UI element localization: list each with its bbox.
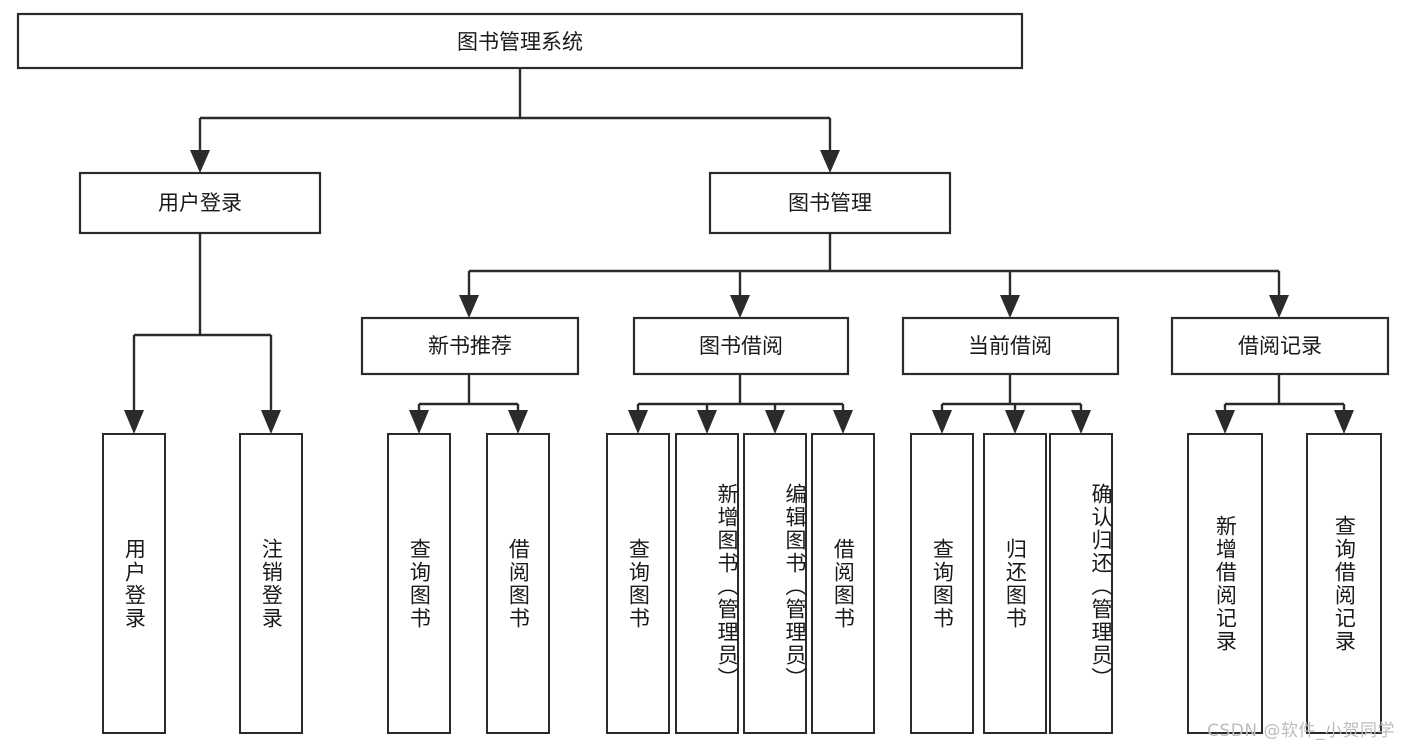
leaf-box-borrow-book-1[interactable] (486, 433, 550, 734)
node-borrow-record-label: 借阅记录 (1238, 334, 1322, 358)
node-root-label: 图书管理系统 (457, 30, 583, 54)
arrowhead-leaf-query-book-2 (628, 410, 648, 434)
node-book-borrow-box[interactable] (632, 316, 850, 376)
arrowhead-leaf-confirm-return (1071, 410, 1091, 434)
arrowhead-leaf-borrow-book-2 (833, 410, 853, 434)
node-current-borrow-box[interactable] (901, 316, 1120, 376)
arrowhead-userlogin (190, 150, 210, 173)
leaf-box-logout-login[interactable] (239, 433, 303, 734)
leaf-box-add-record[interactable] (1187, 433, 1263, 734)
leaf-box-confirm-return[interactable] (1049, 433, 1113, 734)
leaf-box-query-book-2[interactable] (606, 433, 670, 734)
connector-group-book-manage (459, 233, 1289, 318)
leaf-box-query-record[interactable] (1306, 433, 1382, 734)
node-book-manage-box[interactable] (708, 171, 952, 235)
node-user-login[interactable]: 用户登录 (78, 171, 322, 235)
node-new-book-recommend[interactable]: 新书推荐 (360, 316, 580, 376)
arrowhead-leaf-query-book-1 (409, 410, 429, 434)
arrowhead-new-book-recommend (459, 295, 479, 318)
arrowhead-leaf-logout-login (261, 410, 281, 434)
leaf-box-query-book-3[interactable] (910, 433, 974, 734)
leaf-box-borrow-book-2[interactable] (811, 433, 875, 734)
connector-group-book-borrow (628, 374, 853, 434)
arrowhead-leaf-borrow-book-1 (508, 410, 528, 434)
arrowhead-current-borrow (1000, 295, 1020, 318)
arrowhead-leaf-edit-book (765, 410, 785, 434)
node-borrow-record-box[interactable] (1170, 316, 1390, 376)
node-book-manage[interactable]: 图书管理 (708, 171, 952, 235)
leaf-box-add-book[interactable] (675, 433, 739, 734)
node-root[interactable]: 图书管理系统 (16, 12, 1024, 70)
csdn-watermark: CSDN @软件_小贺同学 (1207, 721, 1395, 741)
node-new-book-recommend-box[interactable] (360, 316, 580, 376)
node-new-book-recommend-label: 新书推荐 (428, 334, 512, 358)
arrowhead-leaf-add-book (697, 410, 717, 434)
node-book-borrow-label: 图书借阅 (699, 334, 783, 358)
leaf-box-edit-book[interactable] (743, 433, 807, 734)
leaf-box-user-login[interactable] (102, 433, 166, 734)
node-current-borrow-label: 当前借阅 (968, 334, 1052, 358)
connector-group-new-book-recommend (409, 374, 528, 434)
node-user-login-label: 用户登录 (158, 191, 242, 215)
arrowhead-leaf-return-book (1005, 410, 1025, 434)
node-current-borrow[interactable]: 当前借阅 (901, 316, 1120, 376)
node-user-login-box[interactable] (78, 171, 322, 235)
connector-group-root (190, 68, 840, 173)
arrowhead-leaf-query-book-3 (932, 410, 952, 434)
node-borrow-record[interactable]: 借阅记录 (1170, 316, 1390, 376)
leaf-box-return-book[interactable] (983, 433, 1047, 734)
arrowhead-leaf-add-record (1215, 410, 1235, 434)
arrowhead-book-borrow (730, 295, 750, 318)
arrowhead-leaf-query-record (1334, 410, 1354, 434)
node-root-box[interactable] (16, 12, 1024, 70)
node-book-manage-label: 图书管理 (788, 191, 872, 215)
leaf-box-group (102, 433, 1382, 734)
connector-group-borrow-record (1215, 374, 1354, 434)
connector-group-current-borrow (932, 374, 1091, 434)
node-book-borrow[interactable]: 图书借阅 (632, 316, 850, 376)
arrowhead-bookmanage (820, 150, 840, 173)
arrowhead-leaf-user-login (124, 410, 144, 434)
connector-group-user-login (124, 233, 281, 434)
leaf-box-query-book-1[interactable] (387, 433, 451, 734)
arrowhead-borrow-record (1269, 295, 1289, 318)
